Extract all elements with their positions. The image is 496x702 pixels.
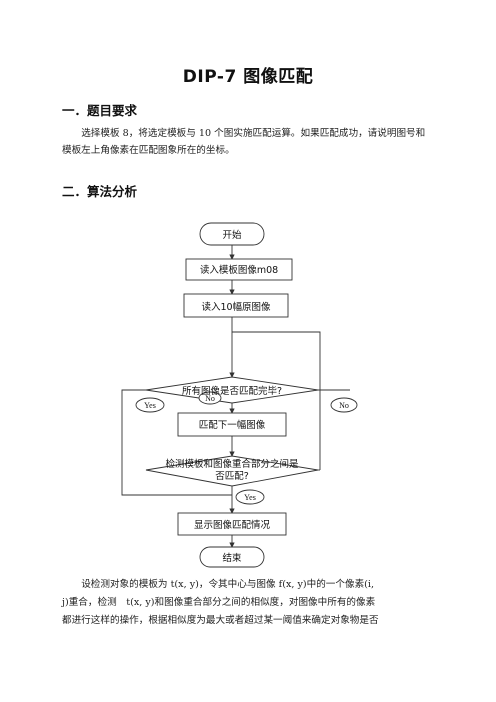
yes-left-label: Yes bbox=[144, 401, 156, 410]
section-heading-requirements: 一．题目要求 bbox=[62, 103, 138, 118]
read-images-box bbox=[183, 293, 289, 318]
read-template-text: 读入模板图像m08 bbox=[200, 264, 278, 276]
end-text: 结束 bbox=[222, 552, 242, 564]
yes-left-label-bubble bbox=[135, 397, 165, 413]
yes-bottom-label-bubble bbox=[235, 489, 265, 505]
document-title: DIP-7 图像匹配 bbox=[182, 67, 314, 87]
analysis-line-2: j)重合，检测 t(x, y)和图像重合部分之间的相似度，对图像中所有的像素 bbox=[62, 597, 376, 608]
start-text: 开始 bbox=[222, 229, 242, 241]
yes-bottom-label: Yes bbox=[244, 493, 256, 502]
section-heading-algorithm: 二．算法分析 bbox=[62, 184, 138, 199]
no-mid-label: No bbox=[205, 394, 215, 403]
check-match-text-line2: 否匹配? bbox=[215, 471, 249, 482]
end-terminator bbox=[199, 546, 265, 568]
all-done-text: 所有图像是否匹配完毕? bbox=[182, 385, 282, 397]
check-match-text-line1: 检测模板和图像重合部分之间是 bbox=[165, 458, 299, 470]
read-images-text: 读入10幅原图像 bbox=[201, 301, 271, 313]
no-right-label-bubble bbox=[330, 397, 358, 413]
match-next-text: 匹配下一幅图像 bbox=[199, 419, 266, 431]
analysis-line-1: 设检测对象的模板为 t(x, y)，令其中心与图像 f(x, y)中的一个像素(… bbox=[81, 579, 375, 590]
analysis-line-3: 都进行这样的操作，根据相似度为最大或者超过某一阈值来确定对象物是否 bbox=[62, 615, 379, 626]
no-mid-label-bubble bbox=[198, 391, 222, 405]
no-right-label: No bbox=[339, 401, 349, 410]
read-template-box bbox=[185, 258, 293, 281]
requirements-paragraph: 选择模板 8，将选定模板与 10 个图实施匹配运算。如果匹配成功，请说明图号和模… bbox=[62, 128, 426, 156]
show-result-text: 显示图像匹配情况 bbox=[194, 519, 271, 531]
